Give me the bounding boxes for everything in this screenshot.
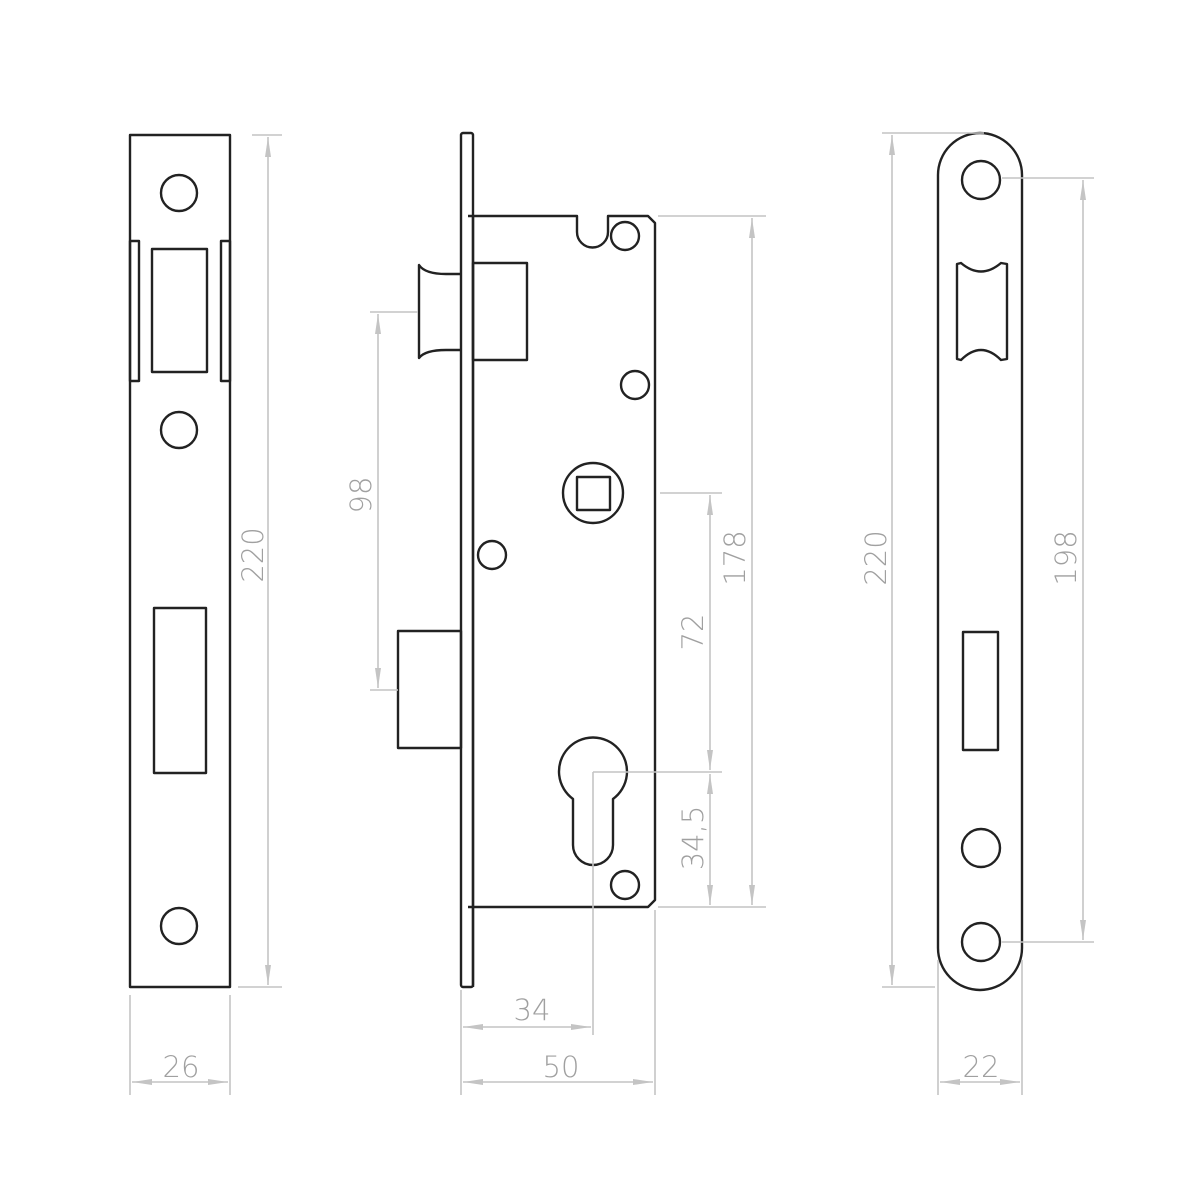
lock-case — [468, 214, 657, 909]
mounting-hole — [609, 869, 641, 901]
bolt-opening — [961, 630, 1000, 752]
dimension-label-width: 26 — [163, 1050, 200, 1084]
latch-bolt — [417, 263, 461, 360]
dimension-label-case-height: 178 — [718, 530, 752, 585]
forend-plate — [459, 131, 475, 989]
dimension-label-depth: 50 — [543, 1050, 580, 1084]
screw-hole — [159, 410, 199, 450]
strike-plate-outline — [936, 131, 1024, 992]
bolt-opening — [152, 606, 208, 775]
dimension-label-hole-spacing: 198 — [1049, 530, 1083, 585]
square-spindle-hole — [575, 475, 612, 512]
faceplate-outline — [128, 133, 232, 989]
faceplate-left: 220 26 — [128, 133, 282, 1095]
mounting-hole — [476, 539, 508, 571]
screw-hole — [960, 159, 1002, 201]
dimension-label-backset: 34 — [514, 993, 551, 1027]
spindle-hub — [561, 461, 625, 525]
mounting-hole — [619, 369, 651, 401]
dimension-label-spindle-to-cylinder: 72 — [676, 614, 710, 651]
lock-body: 98 178 72 34,5 34 50 — [344, 131, 766, 1095]
dimension-label-latch-to-bolt: 98 — [344, 477, 378, 514]
latch-housing — [471, 261, 529, 362]
dimension-label-cylinder-to-bottom: 34,5 — [676, 806, 710, 871]
cylinder-keyhole — [557, 736, 629, 867]
dead-bolt — [396, 629, 463, 750]
side-strip — [219, 239, 232, 383]
screw-hole — [159, 906, 199, 946]
strike-plate-right: 220 198 22 — [859, 131, 1094, 1095]
dimension-label-height: 220 — [859, 530, 893, 585]
mounting-hole — [609, 220, 641, 252]
screw-hole — [159, 173, 199, 213]
side-strip — [128, 239, 141, 383]
screw-hole — [960, 827, 1002, 869]
latch-opening — [955, 261, 1009, 362]
screw-hole — [960, 921, 1002, 963]
dimension-label-height: 220 — [236, 527, 270, 582]
latch-opening — [150, 247, 209, 374]
dimension-label-width: 22 — [963, 1050, 1000, 1084]
